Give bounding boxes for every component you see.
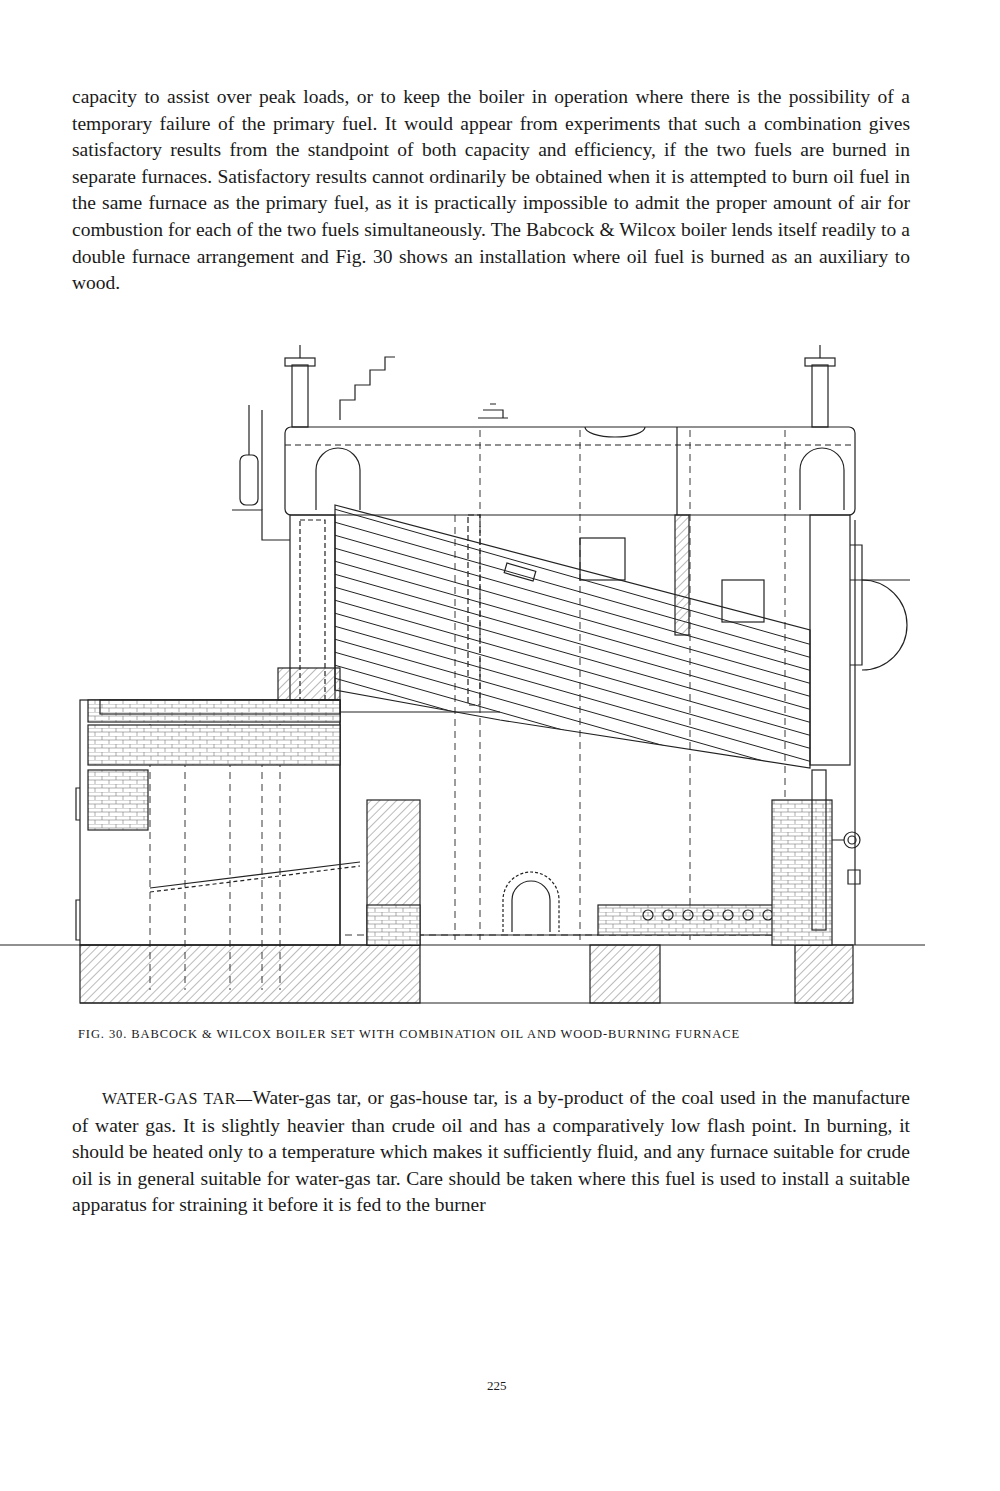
text-block: WATER-GAS TAR—Water-gas tar, or gas-hous… bbox=[72, 1085, 910, 1219]
figure-caption: FIG. 30. BABCOCK & WILCOX BOILER SET WIT… bbox=[78, 1027, 740, 1042]
page-number: 225 bbox=[487, 1378, 527, 1394]
section-heading: WATER-GAS TAR— bbox=[102, 1090, 253, 1107]
body-paragraph: capacity to assist over peak loads, or t… bbox=[72, 84, 910, 297]
